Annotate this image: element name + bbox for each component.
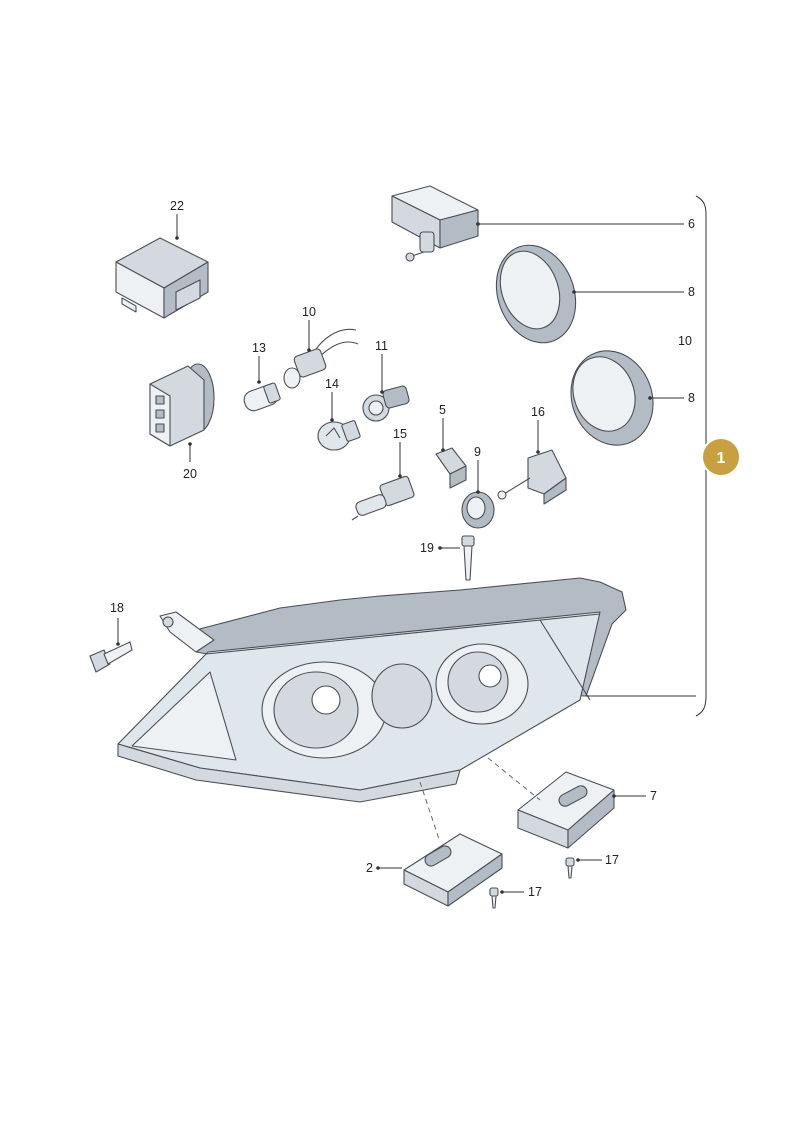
- part-19-screw: [461, 535, 475, 581]
- part-8-cap-lower: [570, 350, 654, 446]
- callout-10-right: 10: [678, 334, 692, 348]
- part-8-cap-upper: [495, 244, 577, 344]
- callout-8-lower: 8: [688, 391, 695, 405]
- callout-5: 5: [439, 403, 446, 417]
- badge-label: 1: [717, 450, 726, 467]
- callout-11: 11: [375, 339, 388, 353]
- part-11-bulb-socket: [362, 385, 410, 422]
- part-7-ballast: [517, 771, 615, 849]
- callout-6: 6: [688, 217, 695, 231]
- part-18-bolt: [89, 641, 133, 673]
- part-17-screw-a: [565, 857, 575, 879]
- callout-20: 20: [183, 467, 197, 481]
- callout-15: 15: [393, 427, 407, 441]
- callout-13: 13: [252, 341, 266, 355]
- part-10-bulb-holder: [283, 328, 359, 389]
- callout-7: 7: [650, 789, 657, 803]
- part-15-h7-bulb: [351, 475, 415, 521]
- guide-line-igniter: [419, 781, 441, 843]
- part-6-leveling-motor: [391, 185, 479, 262]
- part-14-bulb: [317, 420, 361, 451]
- part-13-bulb: [243, 382, 281, 412]
- part-17-screw-b: [489, 887, 499, 909]
- part-16-xenon-bulb: [497, 449, 567, 505]
- callout-8-upper: 8: [688, 285, 695, 299]
- callout-19: 19: [420, 541, 434, 555]
- callout-2: 2: [366, 861, 373, 875]
- part-9-retaining-ring: [461, 491, 495, 529]
- callout-17-b: 17: [528, 885, 542, 899]
- callout-18: 18: [110, 601, 124, 615]
- callout-14: 14: [325, 377, 339, 391]
- part-5-clip: [435, 447, 467, 489]
- part-22-control-module: [115, 237, 209, 319]
- callout-16: 16: [531, 405, 545, 419]
- callout-17-a: 17: [605, 853, 619, 867]
- part-2-igniter: [403, 833, 503, 907]
- part-20-connector: [149, 363, 215, 447]
- headlight-assembly: [117, 577, 627, 803]
- callout-9: 9: [474, 445, 481, 459]
- guide-line-ballast: [487, 757, 541, 801]
- callout-10-holder: 10: [302, 305, 316, 319]
- callout-22: 22: [170, 199, 184, 213]
- assembly-badge[interactable]: 1: [701, 437, 741, 477]
